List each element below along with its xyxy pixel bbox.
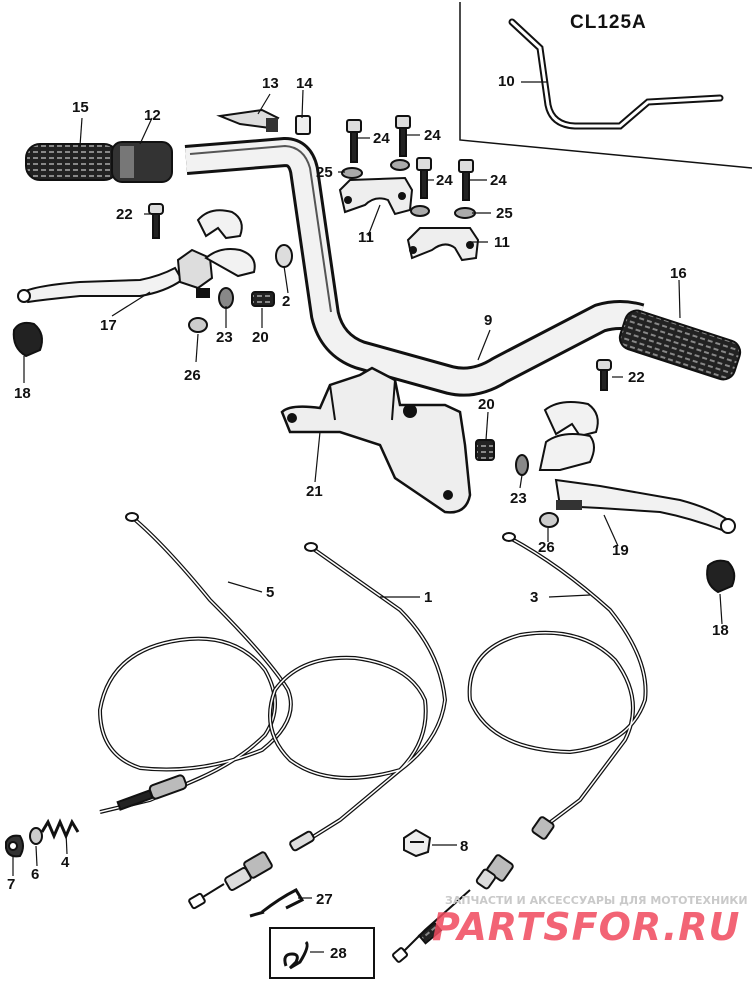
washers bbox=[341, 159, 476, 219]
clip-8 bbox=[403, 828, 432, 858]
clamp-bolts bbox=[346, 115, 474, 201]
callout-6: 6 bbox=[31, 866, 40, 883]
callout-7: 7 bbox=[7, 876, 16, 893]
lever-bracket bbox=[280, 366, 472, 514]
callout-18a: 18 bbox=[14, 385, 31, 402]
callout-19: 19 bbox=[612, 542, 629, 559]
clutch-lever bbox=[17, 209, 256, 304]
callout-17: 17 bbox=[100, 317, 117, 334]
callout-23b: 23 bbox=[510, 490, 527, 507]
lever-caps bbox=[12, 321, 736, 594]
callout-11b: 11 bbox=[494, 234, 510, 251]
callout-18b: 18 bbox=[712, 622, 729, 639]
callout-15: 15 bbox=[72, 99, 89, 116]
callout-10: 10 bbox=[498, 73, 515, 90]
callout-24c: 24 bbox=[436, 172, 453, 189]
model-label: CL125A bbox=[570, 12, 647, 33]
screws-22 bbox=[148, 203, 612, 391]
leader-lines bbox=[12, 81, 723, 953]
callout-2: 2 bbox=[282, 293, 291, 310]
callout-13: 13 bbox=[262, 75, 279, 92]
small-fasteners bbox=[188, 244, 559, 528]
right-grip bbox=[618, 309, 742, 381]
callout-24a: 24 bbox=[373, 130, 390, 147]
clip-27 bbox=[249, 888, 305, 918]
upper-clamp-left bbox=[338, 176, 414, 216]
switch-parts bbox=[216, 108, 311, 135]
cables bbox=[97, 516, 648, 847]
inset-frame bbox=[459, 2, 752, 169]
callout-12: 12 bbox=[144, 107, 161, 124]
callout-24d: 24 bbox=[490, 172, 507, 189]
callout-20b: 20 bbox=[478, 396, 495, 413]
inset-handlebar-inner bbox=[510, 20, 722, 128]
callout-4: 4 bbox=[61, 854, 70, 871]
callout-1: 1 bbox=[424, 589, 433, 606]
left-grip bbox=[25, 141, 173, 183]
callout-5: 5 bbox=[266, 584, 275, 601]
callout-9: 9 bbox=[484, 312, 493, 329]
callout-25b: 25 bbox=[496, 205, 513, 222]
callout-3: 3 bbox=[530, 589, 539, 606]
adjuster-spring bbox=[5, 818, 80, 858]
callout-27: 27 bbox=[316, 891, 333, 908]
callout-22a: 22 bbox=[116, 206, 133, 223]
callout-21: 21 bbox=[306, 483, 323, 500]
part-28-box bbox=[269, 927, 375, 979]
callout-8: 8 bbox=[460, 838, 469, 855]
brake-lever bbox=[538, 401, 736, 534]
watermark-logo: PARTSFOR.RU bbox=[432, 905, 741, 949]
cable-ends bbox=[116, 512, 555, 963]
callout-28: 28 bbox=[330, 945, 347, 962]
callout-25a: 25 bbox=[316, 164, 333, 181]
watermark-subtitle: ЗАПЧАСТИ И АКСЕССУАРЫ ДЛЯ МОТОТЕХНИКИ bbox=[445, 894, 748, 907]
upper-clamp-right bbox=[406, 227, 480, 262]
callout-14: 14 bbox=[296, 75, 313, 92]
callout-16: 16 bbox=[670, 265, 687, 282]
callout-26a: 26 bbox=[184, 367, 201, 384]
callout-11a: 11 bbox=[358, 229, 374, 246]
callout-20a: 20 bbox=[252, 329, 269, 346]
callout-26b: 26 bbox=[538, 539, 555, 556]
handlebar bbox=[184, 137, 645, 397]
callout-23a: 23 bbox=[216, 329, 233, 346]
callout-24b: 24 bbox=[424, 127, 441, 144]
callout-22b: 22 bbox=[628, 369, 645, 386]
